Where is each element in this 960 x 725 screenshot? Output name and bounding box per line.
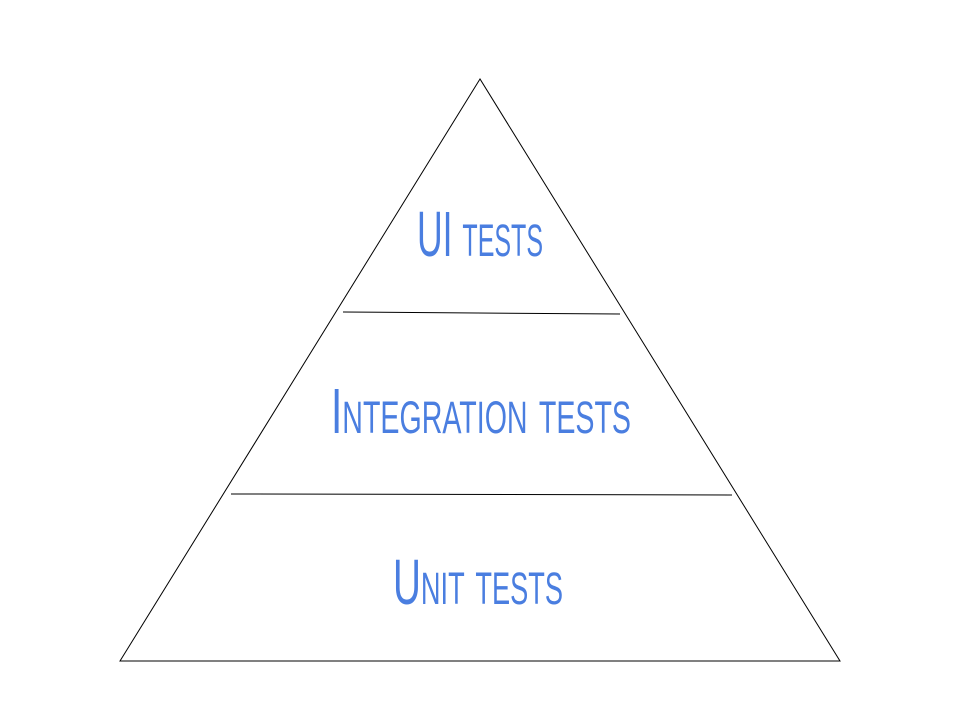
pyramid-outline — [119, 78, 841, 662]
tier-label-integration-tests: Integration tests — [331, 375, 631, 447]
divider-top — [342, 311, 621, 315]
tier-label-ui-tests: UI tests — [417, 198, 543, 270]
divider-bottom — [230, 493, 733, 496]
tier-label-unit-tests: Unit tests — [393, 546, 563, 618]
